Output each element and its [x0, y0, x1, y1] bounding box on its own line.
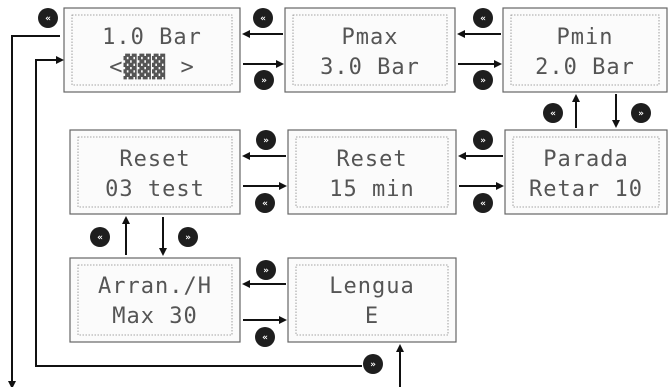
display-reset-test-line1: Reset [119, 147, 190, 172]
display-pmin: Pmin 2.0 Bar [502, 7, 668, 93]
svg-text:«: « [262, 333, 268, 343]
arrow-pressure-back-to-lengua [8, 35, 60, 387]
display-reset-test: Reset 03 test [69, 129, 241, 215]
display-pressure: 1.0 Bar <▓▓▓ > [63, 7, 241, 93]
back-button-icon: « [473, 193, 493, 213]
svg-text:»: » [185, 233, 191, 243]
display-pressure-line2: <▓▓▓ > [109, 53, 194, 80]
svg-text:«: « [550, 109, 556, 119]
forward-button-icon: » [473, 130, 493, 150]
svg-text:»: » [370, 360, 376, 370]
display-reset-min: Reset 15 min [287, 129, 457, 215]
forward-button-icon: » [254, 70, 274, 90]
svg-text:«: « [480, 199, 486, 209]
display-reset-test-line2: 03 test [105, 177, 205, 202]
svg-text:«: « [45, 14, 51, 24]
display-pmax-line1: Pmax [342, 25, 399, 50]
back-button-icon: « [255, 327, 275, 347]
display-arranque-line1: Arran./H [98, 274, 212, 299]
back-button-icon: « [253, 8, 273, 28]
back-button-icon: « [543, 103, 563, 123]
forward-button-icon: » [363, 354, 383, 374]
svg-text:»: » [638, 109, 644, 119]
display-pmin-line2: 2.0 Bar [535, 55, 635, 80]
display-parada-line2: Retar 10 [529, 177, 643, 202]
svg-text:«: « [260, 14, 266, 24]
svg-text:»: » [263, 266, 269, 276]
display-arranque: Arran./H Max 30 [69, 257, 241, 343]
display-lengua-line1: Lengua [329, 274, 414, 299]
display-parada-line1: Parada [543, 147, 628, 172]
forward-button-icon: » [256, 260, 276, 280]
display-lengua-line2: E [365, 304, 379, 329]
svg-text:«: « [262, 199, 268, 209]
display-pmax-line2: 3.0 Bar [320, 55, 420, 80]
display-reset-min-line1: Reset [336, 147, 407, 172]
arrow-lengua-forward-to-pressure [35, 56, 362, 367]
svg-text:«: « [97, 233, 103, 243]
svg-text:»: » [261, 76, 267, 86]
forward-button-icon: » [256, 130, 276, 150]
forward-button-icon: » [631, 103, 651, 123]
display-pressure-line1: 1.0 Bar [102, 25, 202, 50]
svg-text:»: » [480, 136, 486, 146]
forward-button-icon: » [473, 70, 493, 90]
back-button-icon: « [473, 8, 493, 28]
svg-text:»: » [480, 76, 486, 86]
display-pmin-line1: Pmin [557, 25, 614, 50]
back-button-icon: « [90, 227, 110, 247]
display-lengua: Lengua E [287, 257, 457, 343]
svg-text:«: « [480, 14, 486, 24]
forward-button-icon: » [178, 227, 198, 247]
svg-text:»: » [263, 136, 269, 146]
display-arranque-line2: Max 30 [112, 304, 197, 329]
back-button-icon: « [38, 8, 58, 28]
display-parada: Parada Retar 10 [504, 129, 668, 215]
display-pmax: Pmax 3.0 Bar [284, 7, 456, 93]
display-reset-min-line2: 15 min [329, 177, 414, 202]
back-button-icon: « [255, 193, 275, 213]
